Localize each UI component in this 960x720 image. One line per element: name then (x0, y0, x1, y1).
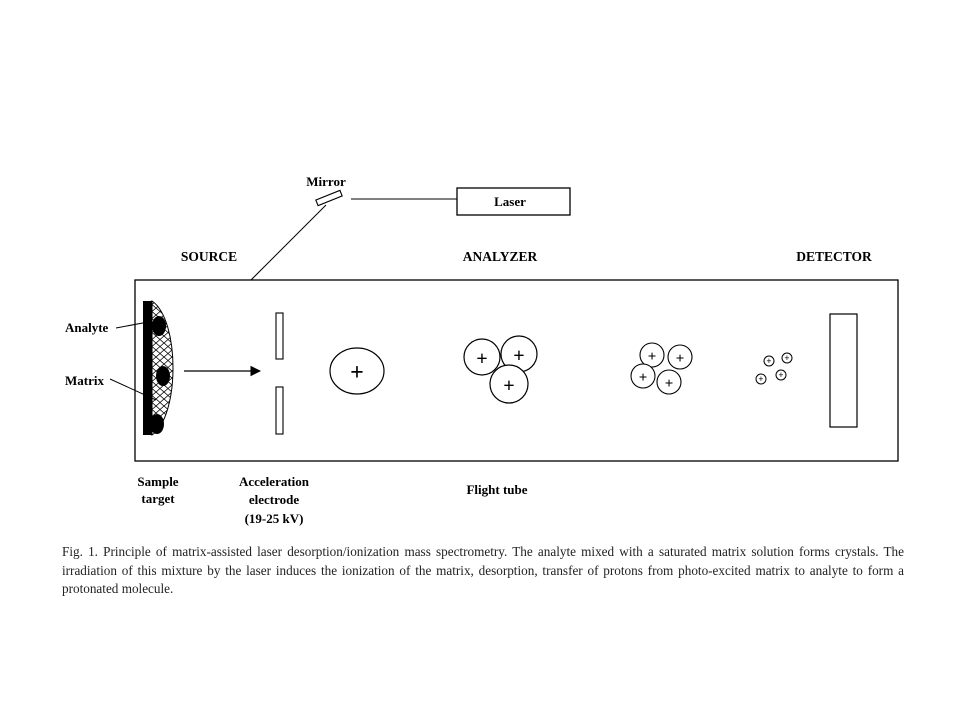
acceleration-electrode-upper (275, 312, 284, 360)
ion (463, 338, 501, 376)
figure-caption: Fig. 1. Principle of matrix-assisted las… (62, 544, 904, 596)
ion-cluster-medium: + + + (463, 335, 538, 404)
ion-plus: + (778, 370, 783, 380)
matrix-pointer (109, 378, 157, 401)
ion-plus: + (639, 370, 648, 386)
detector-plate (829, 313, 858, 428)
sample-target-label-line1: Sample (137, 474, 178, 489)
sample-target-label-line2: target (141, 491, 175, 506)
ion-plus: + (513, 345, 524, 367)
ion (489, 364, 529, 404)
ion-plus: + (676, 351, 685, 367)
ion-plus: + (758, 374, 763, 384)
acceleration-label-line3: (19-25 kV) (245, 511, 304, 526)
ion (630, 363, 656, 389)
ion-plus: + (766, 356, 771, 366)
ion-plus: + (784, 353, 789, 363)
ion (639, 342, 665, 368)
ion-cluster-large: + (329, 347, 385, 395)
analyte-blob (152, 316, 166, 336)
ion-cluster-tiny: + + + + (755, 352, 793, 385)
ion (775, 369, 787, 381)
ion (781, 352, 793, 364)
analyte-label: Analyte (65, 320, 109, 335)
analyte-blob (156, 366, 170, 386)
acceleration-label-line1: Acceleration (239, 474, 310, 489)
ion-cluster-small: + + + + (630, 342, 693, 395)
detector-heading: DETECTOR (796, 249, 872, 264)
source-heading: SOURCE (181, 249, 237, 264)
ion (667, 344, 693, 370)
ion (656, 369, 682, 395)
ion-plus: + (476, 348, 487, 370)
ion-plus: + (350, 360, 364, 386)
ion (329, 347, 385, 395)
ion-plus: + (503, 375, 514, 397)
laser-label: Laser (494, 194, 526, 209)
analyte-blob (150, 414, 164, 434)
laser-box (456, 187, 571, 216)
acceleration-electrode-lower (275, 386, 284, 435)
flight-tube-label: Flight tube (466, 482, 527, 497)
mirror (315, 189, 343, 207)
ion-plus: + (665, 376, 674, 392)
acceleration-label-line2: electrode (249, 492, 300, 507)
ion-plus: + (648, 349, 657, 365)
analyzer-heading: ANALYZER (463, 249, 538, 264)
matrix-label: Matrix (65, 373, 104, 388)
analyte-pointer (115, 321, 149, 329)
mirror-label: Mirror (306, 174, 346, 189)
ion (755, 373, 767, 385)
sample-target (143, 300, 174, 436)
ion (763, 355, 775, 367)
